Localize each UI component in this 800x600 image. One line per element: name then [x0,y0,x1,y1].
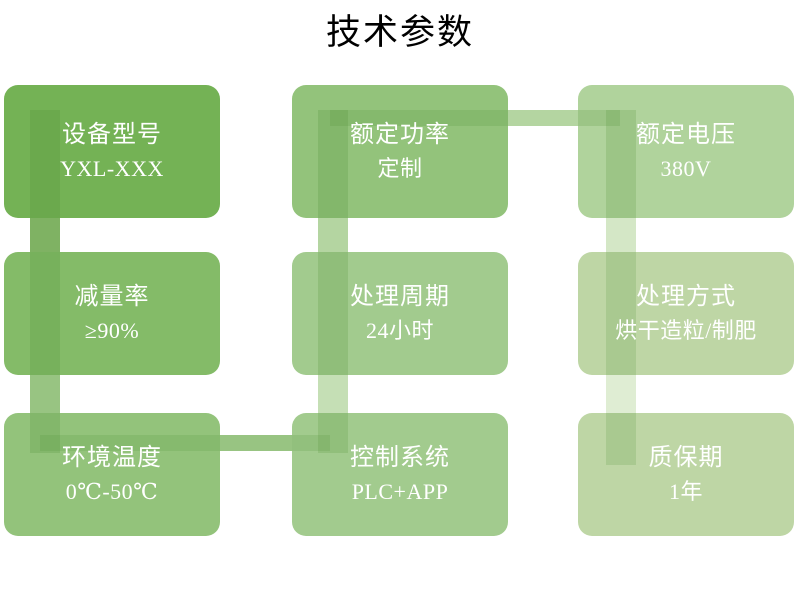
card-value: 定制 [377,155,423,181]
card-ambient-temperature[interactable]: 环境温度 0℃-50℃ [4,413,220,536]
card-value: 烘干造粒/制肥 [615,317,757,343]
card-value: 24小时 [365,317,434,343]
card-warranty-period[interactable]: 质保期 1年 [578,413,794,536]
card-equipment-model[interactable]: 设备型号 YXL-XXX [4,85,220,218]
card-value: PLC+APP [351,478,449,504]
page-title-text: 技术参数 [325,13,474,52]
connector-overlay-row3-into-card8 [292,435,330,451]
card-value: 380V [660,155,712,181]
card-value: YXL-XXX [60,155,164,181]
card-label: 减量率 [74,283,150,310]
card-label: 设备型号 [62,121,162,148]
connector-overlay-col2-card5 [318,252,348,375]
connector-overlay-col2-card2 [318,110,348,218]
card-rated-voltage[interactable]: 额定电压 380V [578,85,794,218]
connector-overlay-col2-card8 [318,413,348,453]
connector-overlay-col3-card6 [606,252,636,375]
connector-overlay-col3-card3 [606,110,636,218]
connector-overlay-row1-into-card2 [330,110,508,126]
card-processing-method[interactable]: 处理方式 烘干造粒/制肥 [578,252,794,375]
connector-overlay-row1-into-card3 [578,110,620,126]
connector-overlay-col1-card7 [30,413,60,453]
card-value: 0℃-50℃ [65,478,159,504]
card-label: 环境温度 [62,444,162,471]
card-processing-cycle[interactable]: 处理周期 24小时 [292,252,508,375]
card-label: 质保期 [648,444,724,471]
connector-overlay-col1-card1 [30,110,60,218]
card-control-system[interactable]: 控制系统 PLC+APP [292,413,508,536]
card-value: ≥90% [84,317,140,343]
connector-overlay-col3-card9 [606,413,636,465]
card-value: 1年 [668,478,703,504]
page-title: 技术参数 [0,10,800,56]
card-rated-power[interactable]: 额定功率 定制 [292,85,508,218]
card-label: 额定功率 [350,121,450,148]
card-reduction-rate[interactable]: 减量率 ≥90% [4,252,220,375]
connector-overlay-row3-into-card7 [40,435,220,451]
card-label: 处理周期 [350,283,450,310]
card-label: 额定电压 [636,121,736,148]
card-label: 处理方式 [636,283,736,310]
card-label: 控制系统 [350,444,450,471]
connector-overlay-col1-card4 [30,252,60,375]
